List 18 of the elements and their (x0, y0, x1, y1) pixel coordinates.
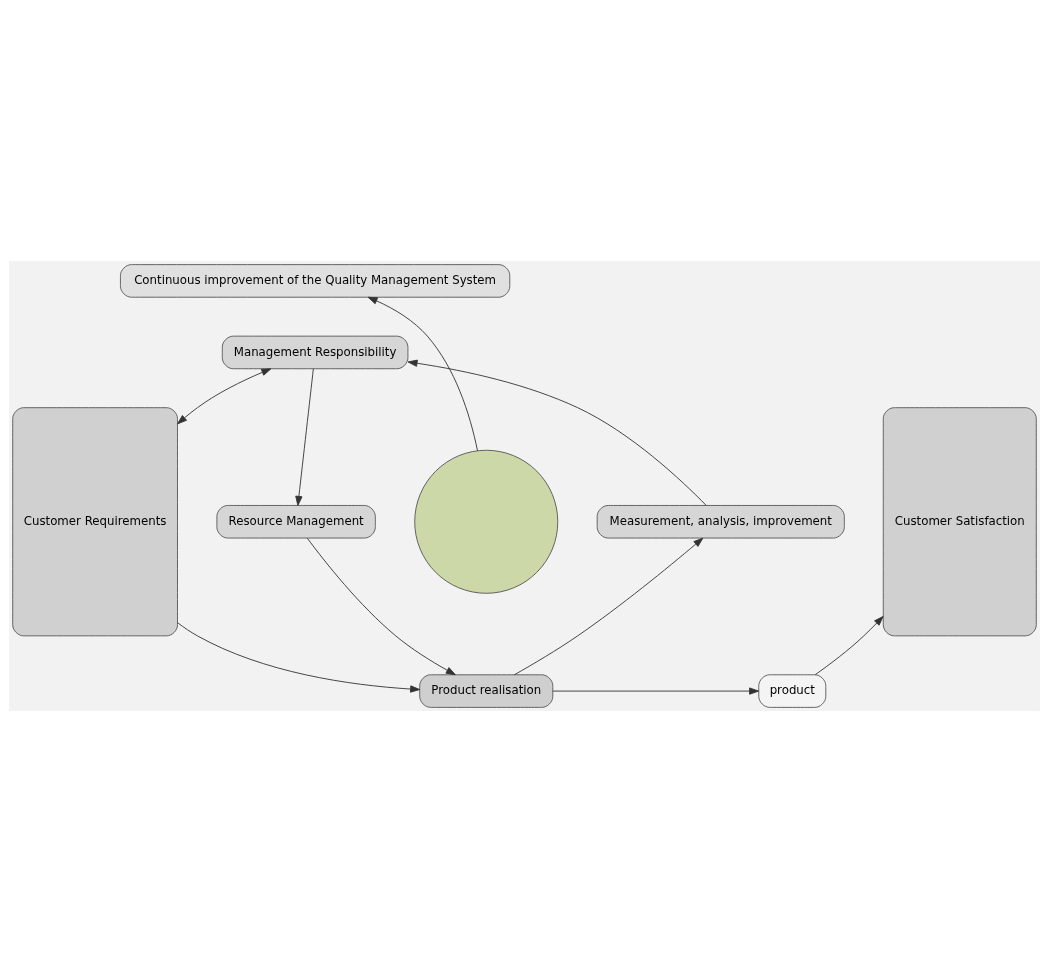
arrow (407, 359, 707, 506)
node-circle (414, 449, 559, 594)
node-box: Management Responsibility (221, 335, 409, 369)
node-box: Continuous improvement of the Quality Management System (120, 263, 511, 298)
arrow (514, 537, 704, 675)
node-box: Measurement, analysis, improvement (596, 504, 845, 538)
node-box: Customer Requirements (12, 406, 178, 636)
arrow (814, 615, 884, 675)
arrow (306, 537, 456, 675)
arrow (177, 621, 421, 693)
node-box: Product realisation (419, 673, 554, 708)
node-box: Resource Management (216, 504, 376, 538)
arrow (367, 296, 478, 451)
arrow (295, 367, 314, 506)
node-box: product (758, 673, 827, 708)
node-box: Customer Satisfaction (882, 406, 1037, 636)
arrow (177, 367, 272, 424)
arrow (552, 686, 760, 695)
